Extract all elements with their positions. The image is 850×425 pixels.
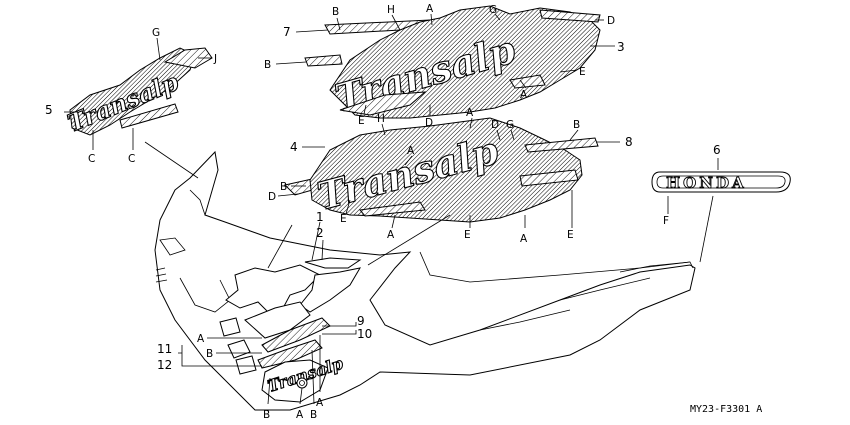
callout-c-1: C <box>88 153 95 165</box>
callout-d-2: D <box>425 117 433 129</box>
callout-a-9: A <box>316 397 324 409</box>
callout-labels: 5 C C G J 7 B B H A G D 3 E A D E H A D … <box>45 3 762 421</box>
honda-emblem: HONDA <box>651 171 791 193</box>
callout-c-2: C <box>128 153 135 165</box>
fairing-decals: Transalp <box>219 257 362 403</box>
leader-lines <box>64 13 719 405</box>
callout-b-4: B <box>280 181 287 193</box>
callout-11: 11 <box>157 342 172 356</box>
callout-3: 3 <box>617 40 625 54</box>
callout-2: 2 <box>316 226 324 240</box>
callout-d-4: D <box>268 191 276 203</box>
grommet <box>296 377 308 389</box>
callout-f: F <box>663 215 669 227</box>
callout-e-2: E <box>358 115 365 127</box>
callout-d-1: D <box>607 15 615 27</box>
callout-a-4: A <box>407 145 415 157</box>
callout-7: 7 <box>283 25 291 39</box>
callout-4: 4 <box>290 140 298 154</box>
callout-h-1: H <box>387 4 395 16</box>
callout-a-3: A <box>466 107 474 119</box>
callout-b-1: B <box>264 59 271 71</box>
part-code: MY23-F3301 A <box>690 404 762 415</box>
callout-a-2: A <box>520 89 528 101</box>
callout-b-6: B <box>263 409 270 421</box>
fairing-outline <box>154 150 696 411</box>
callout-9: 9 <box>357 314 365 328</box>
honda-emblem-text: HONDA <box>666 174 747 192</box>
callout-12: 12 <box>157 358 172 372</box>
callout-e-4: E <box>464 229 471 241</box>
callout-g-3: G <box>506 119 514 131</box>
callout-6: 6 <box>713 143 721 157</box>
callout-10: 10 <box>357 327 372 341</box>
callout-h-2: H <box>377 113 385 125</box>
callout-g-1: G <box>152 27 160 39</box>
callout-1: 1 <box>316 210 324 224</box>
callout-g-2: G <box>489 4 497 16</box>
callout-a-1: A <box>426 3 434 15</box>
callout-e-1: E <box>579 66 586 78</box>
callout-b-7: B <box>310 409 317 421</box>
callout-8: 8 <box>625 135 633 149</box>
callout-j: J <box>213 53 217 65</box>
callout-b-3: B <box>573 119 580 131</box>
callout-d-3: D <box>491 119 499 131</box>
callout-a-5: A <box>387 229 395 241</box>
decal-5: Transalp <box>63 47 213 138</box>
callout-a-7: A <box>197 333 205 345</box>
callout-b-5: B <box>206 348 213 360</box>
callout-e-5: E <box>567 229 574 241</box>
decal-4-8: Transalp <box>284 117 599 223</box>
callout-e-3: E <box>340 213 347 225</box>
callout-a-6: A <box>520 233 528 245</box>
decal-3-7: Transalp <box>304 5 601 121</box>
callout-5: 5 <box>45 103 53 117</box>
callout-b-2: B <box>332 6 339 18</box>
callout-a-8: A <box>296 409 304 421</box>
